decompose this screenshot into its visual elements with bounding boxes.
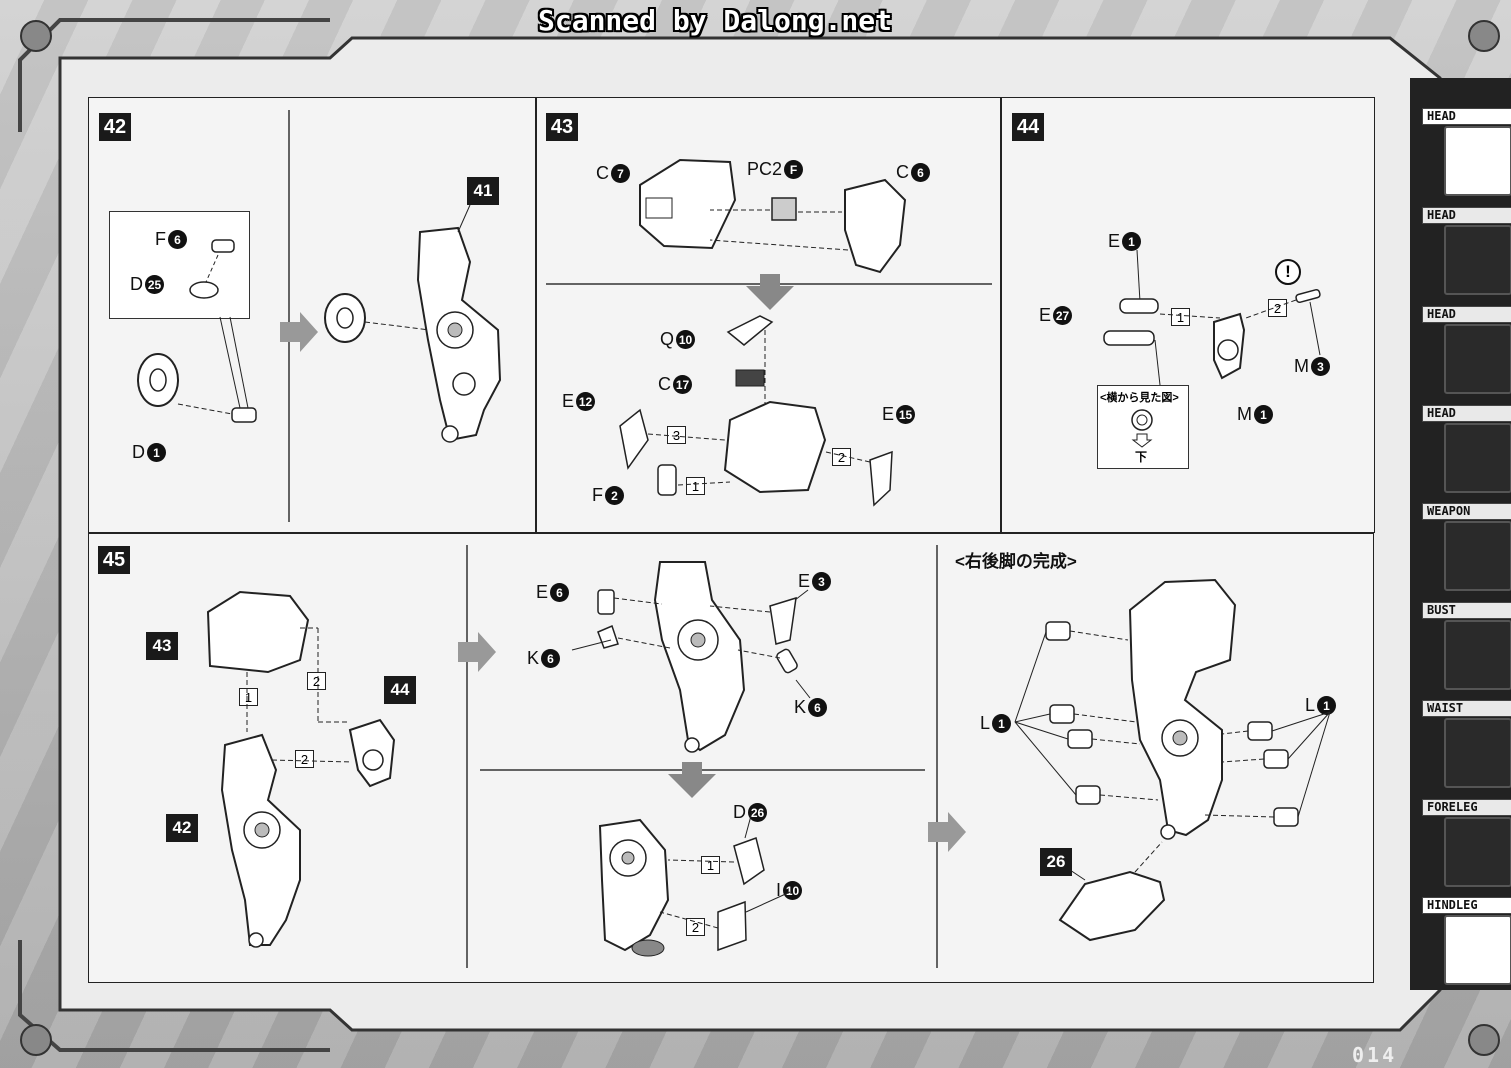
step-45-number: 45 [98,546,130,574]
step-45-bottom-seq-1: 1 [701,856,720,874]
step-45-ref-43: 43 [146,632,178,660]
head-icon [1444,324,1511,394]
bust-icon [1444,620,1511,690]
step-45-bottom-seq-2: 2 [686,918,705,936]
scan-credit: Scanned by Dalong.net [538,4,893,37]
step-44-number: 44 [1012,113,1044,141]
head-icon [1444,423,1511,493]
step-42-ref-41: 41 [467,177,499,205]
step-45-middle-bottom-drawings [598,811,966,957]
side-view-down-label: 下 [1135,450,1148,464]
tab-hindleg[interactable]: HINDLEG [1422,897,1511,987]
tab-weapon[interactable]: WEAPON [1422,503,1511,593]
tab-bust[interactable]: BUST [1422,602,1511,692]
step-43-drawings [619,158,907,507]
step-44-seq-2: 2 [1268,299,1287,317]
step-43-seq-1: 1 [686,477,705,495]
step-45-middle-top-drawings [571,561,811,798]
head-icon [1444,225,1511,295]
side-view-title: <横から見た図> [1100,392,1179,404]
tab-waist[interactable]: WAIST [1422,700,1511,790]
step-44-seq-1: 1 [1171,308,1190,326]
step-45-left-drawings [206,590,496,948]
weapon-icon [1444,521,1511,591]
tab-head-3[interactable]: HEAD [1422,306,1511,396]
foreleg-icon [1444,817,1511,887]
hindleg-icon [1444,915,1511,985]
step-42-detail-callout [109,211,250,319]
step-45-ref-42: 42 [166,814,198,842]
tab-head-1[interactable]: HEAD [1422,108,1511,198]
hindleg-complete-title: <右後脚の完成> [955,552,1077,571]
step-42-drawings [137,204,502,443]
step-45-ref-44: 44 [384,676,416,704]
step-45-dividers [466,545,938,968]
caution-icon: ! [1275,259,1301,285]
tab-foreleg[interactable]: FORELEG [1422,799,1511,889]
step-43-seq-3: 3 [667,426,686,444]
step-44-drawings [1103,249,1321,448]
step-42-number: 42 [99,113,131,141]
step-43-seq-2: 2 [832,448,851,466]
tab-head-2[interactable]: HEAD [1422,207,1511,297]
head-icon [1444,126,1511,196]
waist-icon [1444,718,1511,788]
step-45-seq-2a: 2 [307,672,326,690]
step-45-complete-drawings [1014,578,1331,942]
step-45-seq-2b: 2 [295,750,314,768]
step-45-ref-26: 26 [1040,848,1072,876]
step-42-divider [288,110,290,522]
page-number: 014 [1352,1043,1398,1067]
step-43-number: 43 [546,113,578,141]
tab-head-4[interactable]: HEAD [1422,405,1511,495]
step-45-seq-1: 1 [239,688,258,706]
